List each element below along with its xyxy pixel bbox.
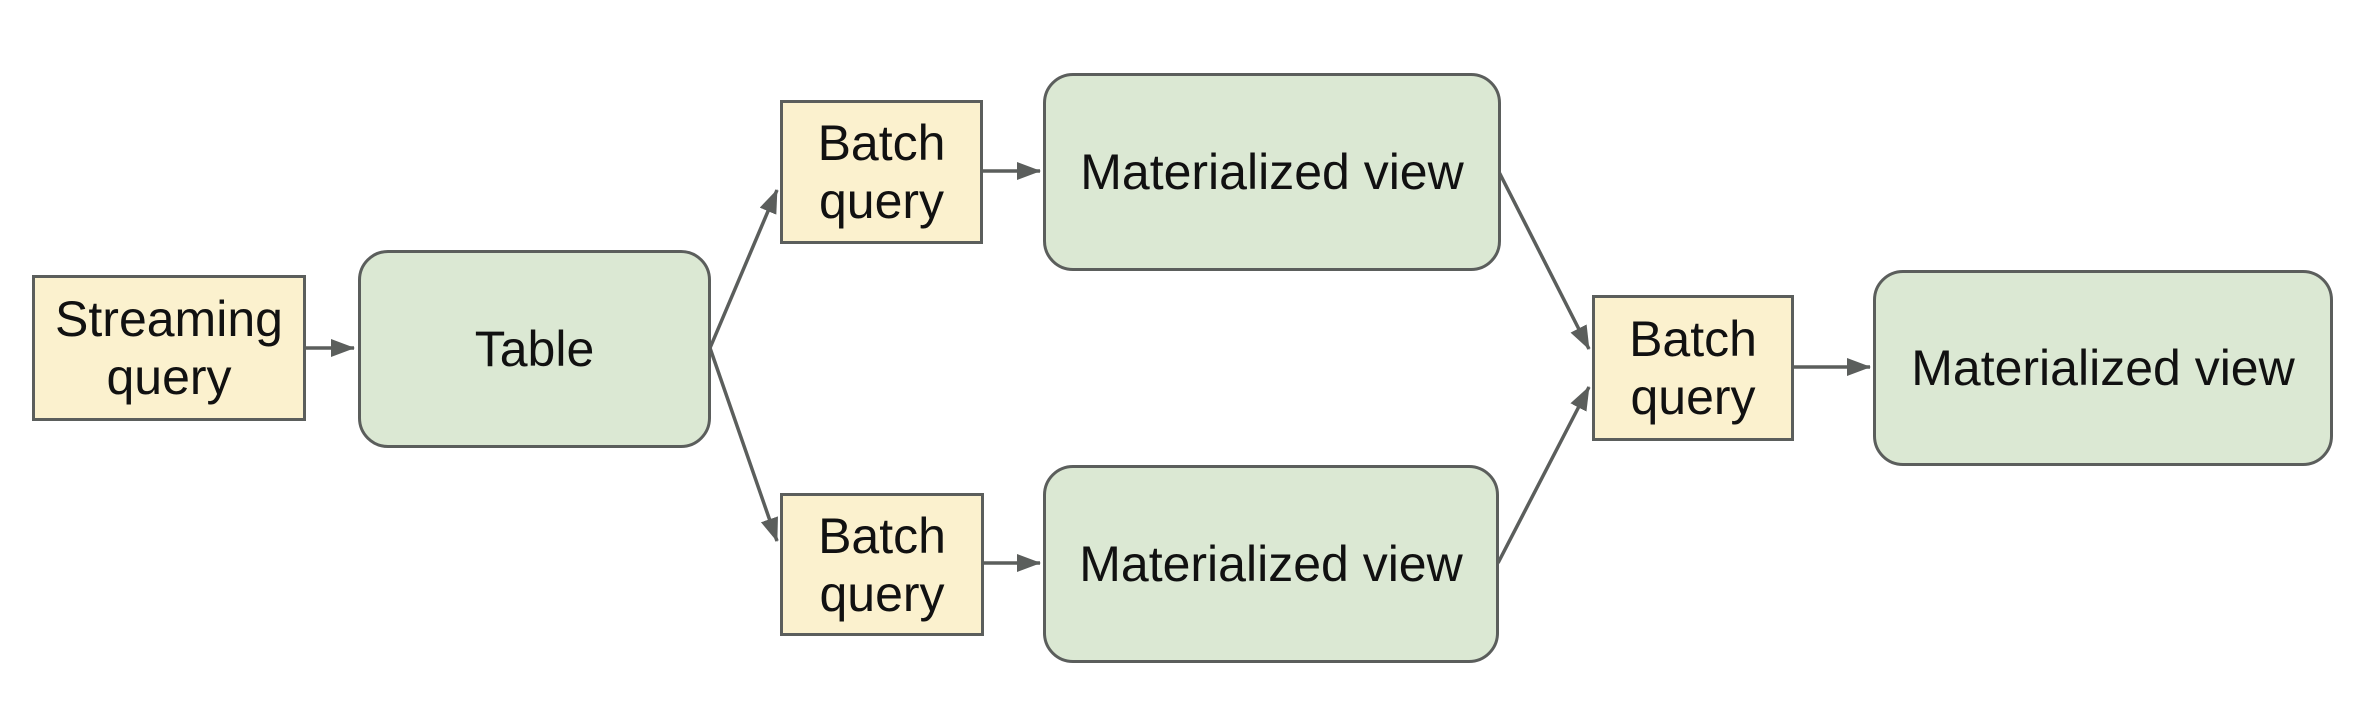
edge-table-to-batch-bottom bbox=[708, 347, 779, 542]
node-label: Batch query bbox=[1629, 311, 1757, 425]
node-table: Table bbox=[358, 250, 711, 448]
node-label: Table bbox=[474, 321, 595, 377]
edge-view-top-to-batch-right bbox=[1497, 171, 1591, 350]
node-label: Streaming query bbox=[55, 291, 283, 405]
node-batch-query-top: Batch query bbox=[780, 100, 983, 244]
node-streaming-query: Streaming query bbox=[32, 275, 306, 421]
node-materialized-view-top: Materialized view bbox=[1043, 73, 1501, 271]
node-label: Batch query bbox=[818, 507, 946, 622]
edge-view-bottom-to-batch-right bbox=[1496, 386, 1591, 564]
node-label: Materialized view bbox=[1080, 144, 1464, 200]
node-materialized-view-bottom: Materialized view bbox=[1043, 465, 1499, 663]
node-materialized-view-final: Materialized view bbox=[1873, 270, 2333, 466]
node-label: Batch query bbox=[817, 115, 946, 229]
node-batch-query-bottom: Batch query bbox=[780, 493, 984, 636]
node-batch-query-right: Batch query bbox=[1592, 295, 1794, 441]
edge-table-to-batch-top bbox=[708, 189, 779, 349]
node-label: Materialized view bbox=[1911, 340, 2295, 396]
node-label: Materialized view bbox=[1079, 536, 1463, 592]
